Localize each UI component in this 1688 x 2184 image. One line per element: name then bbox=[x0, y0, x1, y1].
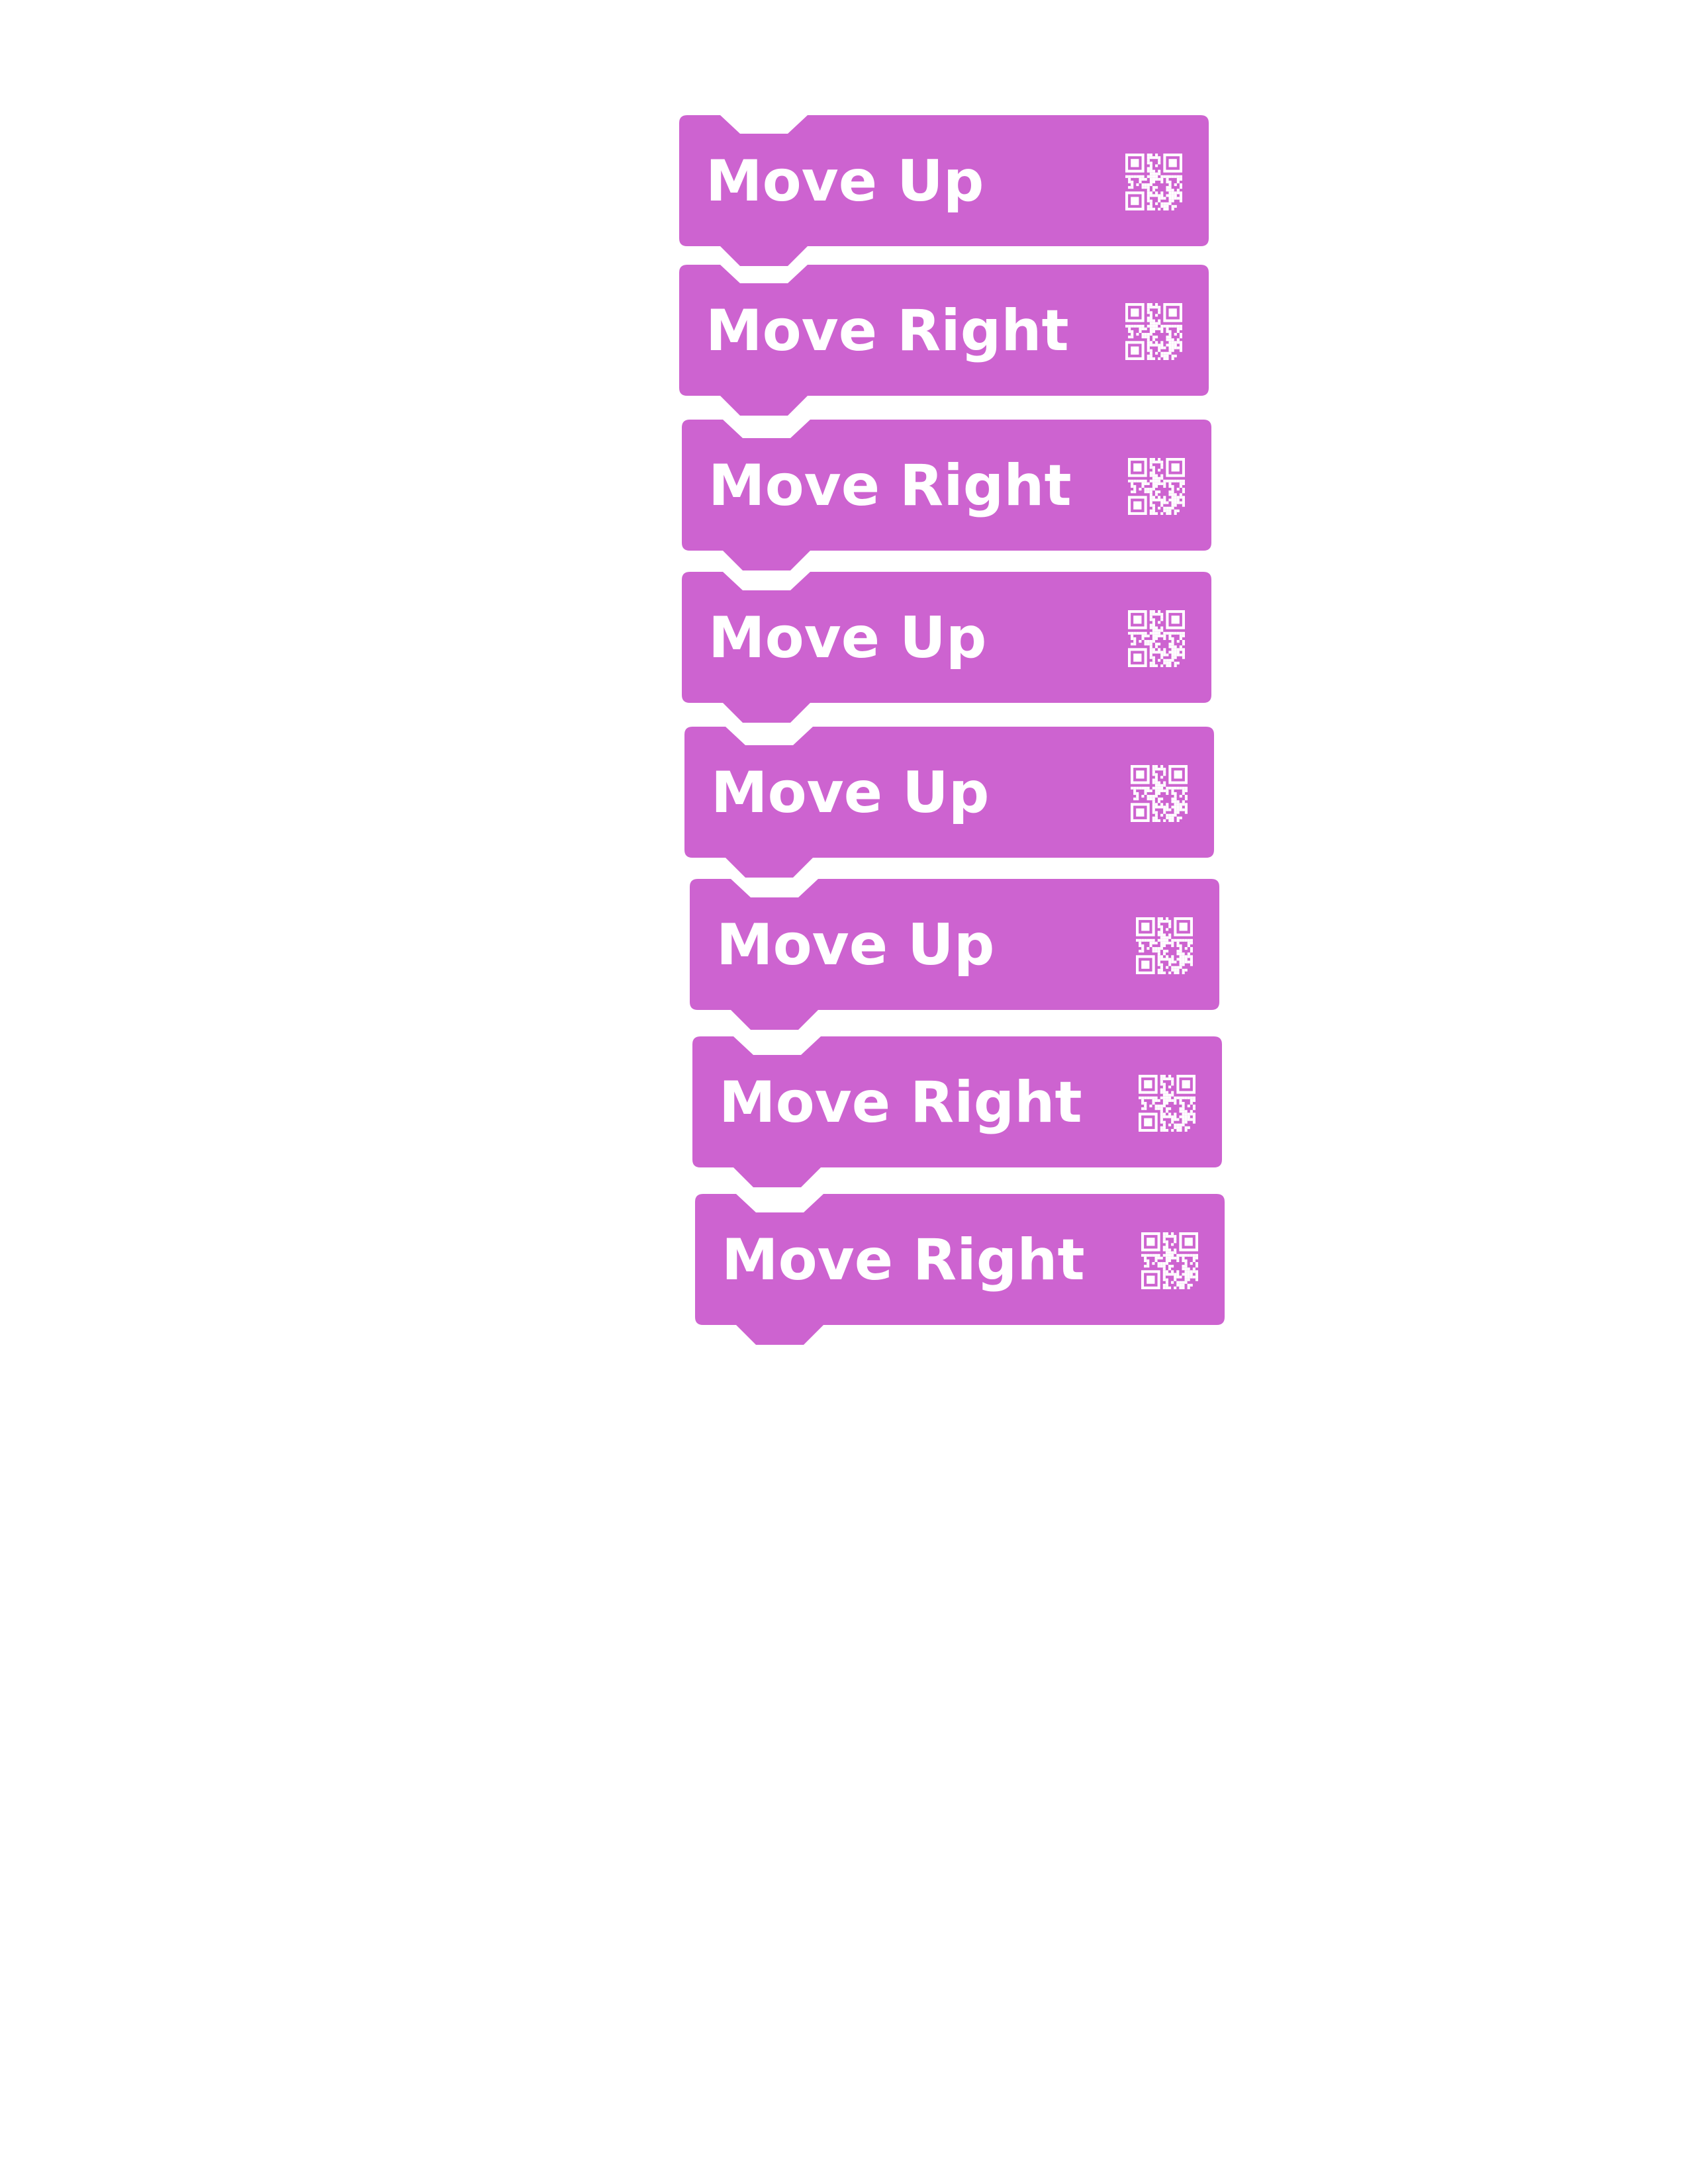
block-label: Move Up bbox=[706, 148, 984, 214]
code-block[interactable]: Move Right bbox=[695, 1194, 1225, 1351]
qr-code-icon bbox=[1131, 765, 1188, 822]
qr-code-icon bbox=[1139, 1075, 1196, 1132]
code-block[interactable]: Move Up bbox=[679, 115, 1209, 273]
code-block[interactable]: Move Up bbox=[682, 572, 1211, 729]
code-block[interactable]: Move Up bbox=[684, 727, 1214, 884]
block-shape bbox=[690, 879, 1219, 1030]
code-block[interactable]: Move Right bbox=[692, 1036, 1222, 1194]
block-label: Move Right bbox=[706, 298, 1069, 364]
qr-code-icon bbox=[1125, 303, 1182, 360]
code-block[interactable]: Move Right bbox=[679, 265, 1209, 422]
qr-code-icon bbox=[1128, 610, 1185, 667]
block-shape bbox=[682, 572, 1211, 723]
block-label: Move Up bbox=[711, 760, 990, 826]
block-label: Move Right bbox=[722, 1227, 1085, 1293]
block-shape bbox=[679, 265, 1209, 416]
block-label: Move Up bbox=[708, 605, 987, 671]
block-label: Move Up bbox=[716, 912, 995, 978]
block-label: Move Right bbox=[719, 1069, 1082, 1136]
block-label: Move Right bbox=[708, 453, 1072, 519]
qr-code-icon bbox=[1125, 154, 1182, 210]
qr-code-icon bbox=[1141, 1232, 1198, 1289]
code-block[interactable]: Move Right bbox=[682, 420, 1211, 577]
qr-code-icon bbox=[1136, 917, 1193, 974]
block-shape bbox=[692, 1036, 1222, 1187]
block-shape bbox=[682, 420, 1211, 570]
block-shape bbox=[684, 727, 1214, 878]
block-shape bbox=[695, 1194, 1225, 1345]
qr-code-icon bbox=[1128, 458, 1185, 515]
block-shape bbox=[679, 115, 1209, 266]
code-block[interactable]: Move Up bbox=[690, 879, 1219, 1036]
